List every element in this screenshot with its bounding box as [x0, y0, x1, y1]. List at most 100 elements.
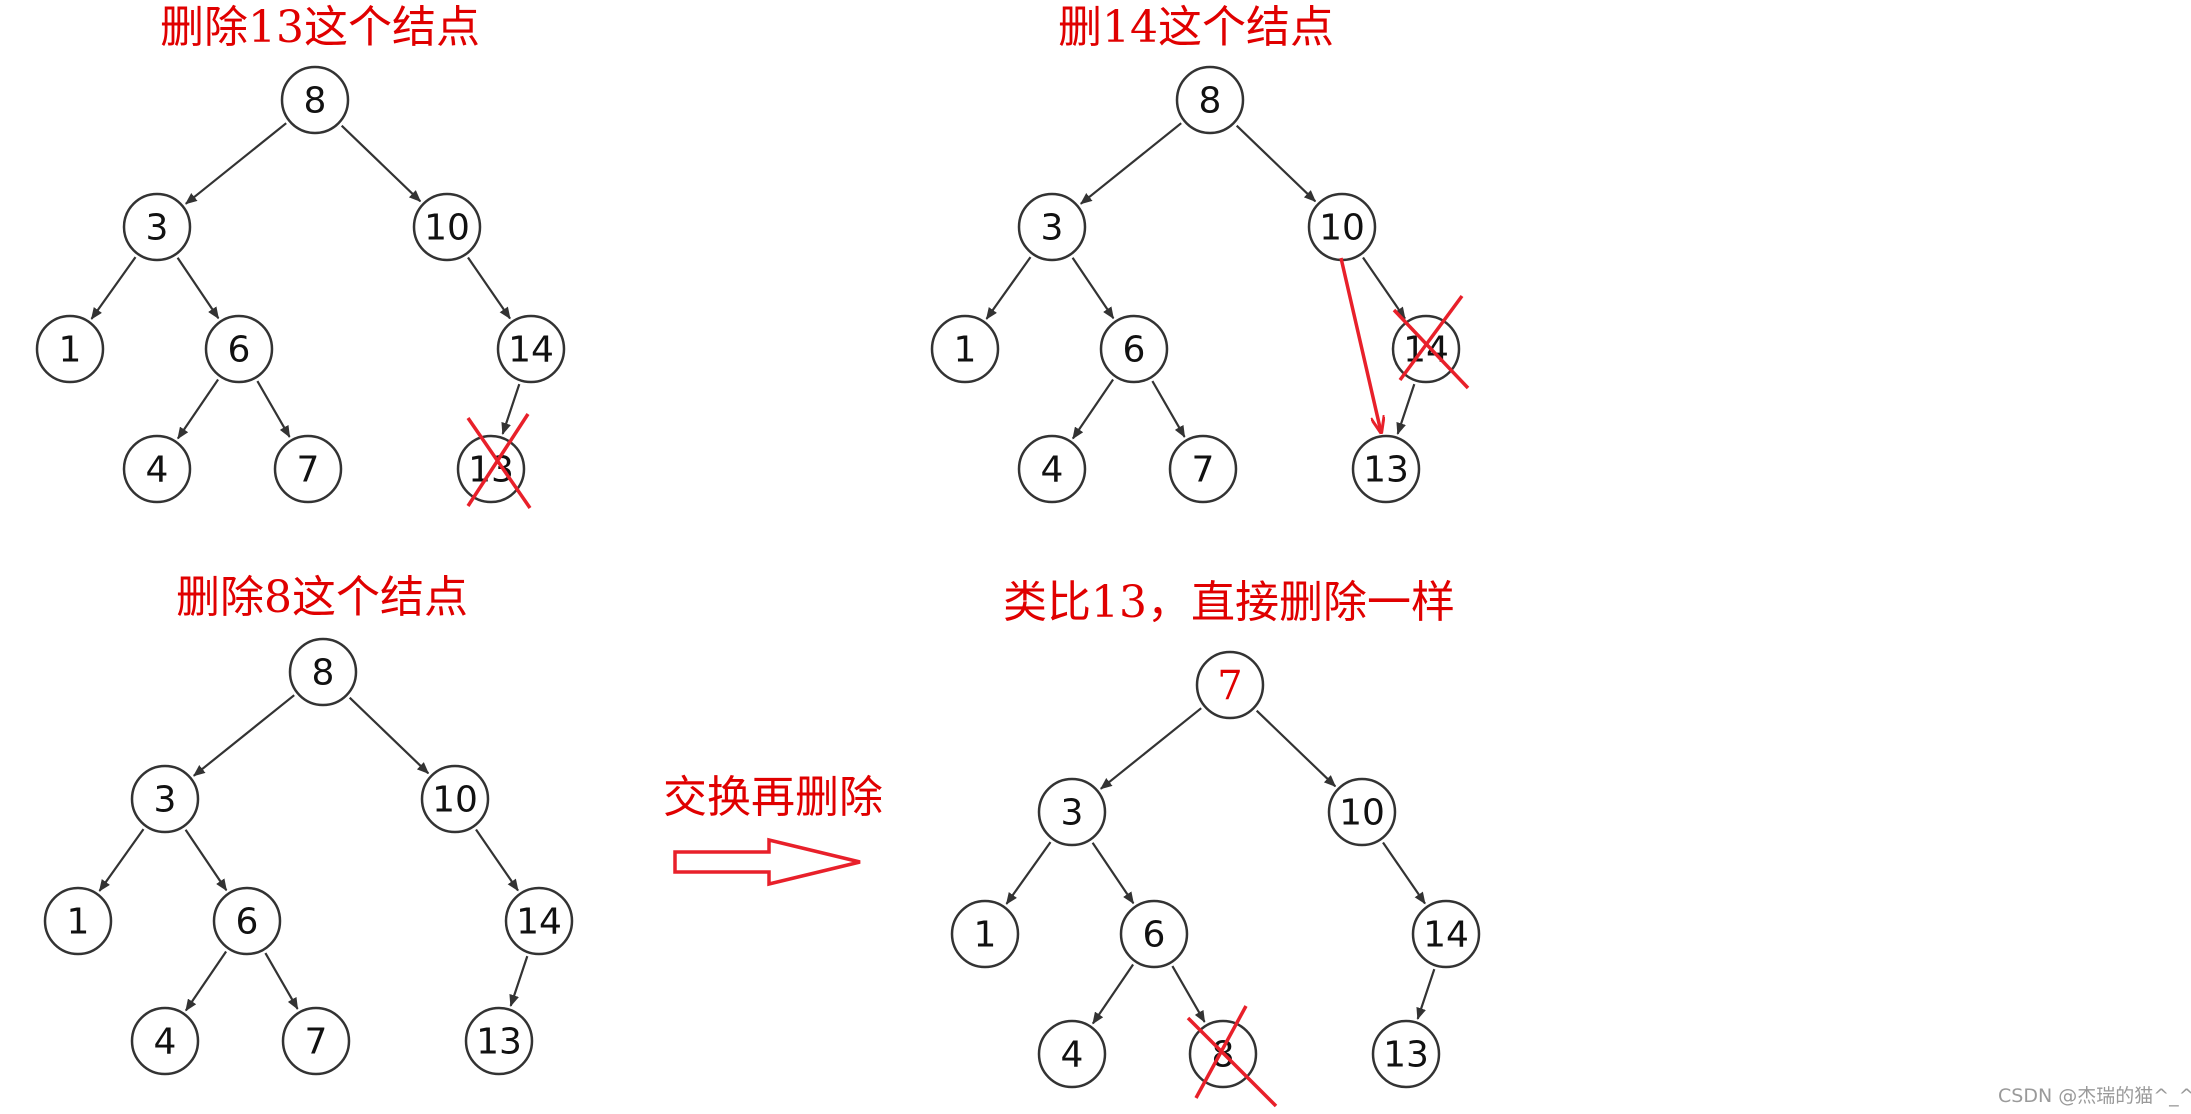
edge-3-to-6 — [176, 257, 220, 320]
edge-14-to-13 — [1396, 383, 1416, 435]
node-13: 13 — [1371, 1019, 1441, 1089]
edge-8-to-3 — [1080, 122, 1182, 205]
node-label: 10 — [1339, 793, 1385, 834]
caption-delete-14: 删14这个结点 — [1058, 2, 1334, 53]
edge-6-to-4 — [1091, 963, 1135, 1025]
node-1: 1 — [930, 314, 1000, 384]
edge-6-to-4 — [184, 950, 228, 1012]
node-label: 14 — [1423, 915, 1469, 956]
edge-8-to-10 — [1235, 124, 1317, 203]
node-circle — [43, 886, 113, 956]
node-3: 3 — [1037, 777, 1107, 847]
node-10: 10 — [1327, 777, 1397, 847]
node-14: 14 — [496, 314, 566, 384]
node-8: 8 — [288, 637, 358, 707]
node-circle — [288, 637, 358, 707]
node-3: 3 — [130, 764, 200, 834]
node-label: 7 — [305, 1022, 328, 1063]
edge-14-to-13 — [509, 955, 529, 1007]
node-label: 10 — [424, 208, 470, 249]
edge-6-to-4 — [1071, 378, 1115, 440]
node-circle — [1351, 434, 1421, 504]
node-10: 10 — [1307, 192, 1377, 262]
node-label: 10 — [1319, 208, 1365, 249]
node-circle — [122, 192, 192, 262]
node-circle — [930, 314, 1000, 384]
node-7: 7 — [1195, 650, 1265, 720]
node-circle — [1175, 65, 1245, 135]
node-label: 7 — [1192, 450, 1215, 491]
node-label: 13 — [476, 1022, 522, 1063]
edge-8-to-10 — [348, 696, 430, 775]
node-circle — [464, 1006, 534, 1076]
node-label: 1 — [67, 902, 90, 943]
edge-14-to-13 — [501, 383, 521, 435]
node-7: 7 — [281, 1006, 351, 1076]
edge-7-to-10 — [1255, 709, 1337, 788]
node-label: 4 — [1061, 1035, 1084, 1076]
node-circle — [280, 65, 350, 135]
node-4: 4 — [1017, 434, 1087, 504]
node-label: 8 — [304, 81, 327, 122]
node-label: 1 — [59, 330, 82, 371]
node-label: 1 — [954, 330, 977, 371]
caption-delete-8: 删除8这个结点 — [176, 572, 468, 623]
edge-14-to-13 — [1416, 968, 1436, 1020]
node-circle — [1017, 434, 1087, 504]
cross-mark-13 — [466, 413, 532, 509]
node-10: 10 — [412, 192, 482, 262]
cross-mark-8 — [1186, 1005, 1278, 1108]
node-label: 14 — [508, 330, 554, 371]
node-circle — [122, 434, 192, 504]
node-13: 13 — [464, 1006, 534, 1076]
node-label: 13 — [1383, 1035, 1429, 1076]
node-label: 7 — [1217, 663, 1242, 709]
edge-6-to-7 — [256, 380, 291, 438]
node-label: 6 — [1123, 330, 1146, 371]
node-8: 8 — [280, 65, 350, 135]
node-circle — [496, 314, 566, 384]
redirect-arrow-10-to-13 — [1339, 257, 1381, 432]
swap-arrow — [673, 837, 861, 887]
node-label: 8 — [1199, 81, 1222, 122]
edge-8-to-3 — [185, 122, 287, 205]
node-circle — [204, 314, 274, 384]
node-7: 7 — [273, 434, 343, 504]
node-circle — [1119, 899, 1189, 969]
node-label: 6 — [1143, 915, 1166, 956]
node-circle — [1037, 1019, 1107, 1089]
edge-3-to-1 — [1005, 841, 1052, 905]
edge-7-to-3 — [1100, 707, 1202, 790]
node-label: 10 — [432, 780, 478, 821]
node-circle — [1371, 1019, 1441, 1089]
node-label: 4 — [1041, 450, 1064, 491]
node-circle — [1037, 777, 1107, 847]
node-label: 14 — [516, 902, 562, 943]
caption-swap-then-delete: 交换再删除 — [663, 772, 883, 823]
node-circle — [130, 1006, 200, 1076]
node-13: 13 — [1351, 434, 1421, 504]
caption-analogy-13: 类比13，直接删除一样 — [1003, 577, 1455, 628]
node-1: 1 — [35, 314, 105, 384]
edge-3-to-1 — [90, 256, 137, 320]
edge-8-to-3 — [193, 694, 295, 777]
node-circle — [1411, 899, 1481, 969]
node-circle — [130, 764, 200, 834]
edge-6-to-7 — [1151, 380, 1186, 438]
watermark: CSDN @杰瑞的猫^_^ — [1998, 1085, 2191, 1107]
edge-10-to-14 — [467, 256, 511, 320]
node-3: 3 — [122, 192, 192, 262]
node-14: 14 — [1411, 899, 1481, 969]
node-label: 4 — [154, 1022, 177, 1063]
node-circle — [420, 764, 490, 834]
node-3: 3 — [1017, 192, 1087, 262]
node-circle — [35, 314, 105, 384]
edge-3-to-1 — [98, 828, 145, 892]
node-label: 7 — [297, 450, 320, 491]
caption-delete-13: 删除13这个结点 — [160, 2, 480, 53]
node-6: 6 — [1119, 899, 1189, 969]
node-circle — [1327, 777, 1397, 847]
